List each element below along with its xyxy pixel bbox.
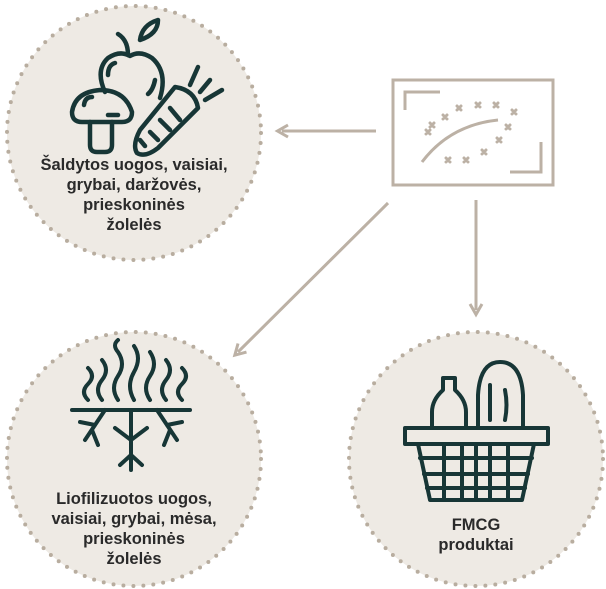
arrow-to-freeze-dried <box>232 201 390 358</box>
label-line: žolelės <box>106 550 162 568</box>
label-line: prieskoninės <box>83 530 185 548</box>
label-line: grybai, daržovės, <box>66 176 202 194</box>
label-fmcg: FMCG produktai <box>376 515 576 555</box>
label-line: Šaldytos uogos, vaisiai, <box>40 156 228 174</box>
produce-icon <box>69 17 225 157</box>
shopping-basket-icon <box>403 360 550 502</box>
freeze-dried-icon <box>70 338 192 472</box>
label-line: produktai <box>438 536 514 554</box>
label-line: prieskoninės <box>83 196 185 214</box>
eco-leaf-icon <box>391 78 555 187</box>
label-line: vaisiai, grybai, mėsa, <box>51 510 217 528</box>
label-line: Liofilizuotos uogos, <box>56 490 212 508</box>
label-freeze-dried: Liofilizuotos uogos, vaisiai, grybai, mė… <box>14 489 254 569</box>
label-line: FMCG <box>451 516 501 534</box>
star-marks <box>424 101 518 164</box>
label-frozen: Šaldytos uogos, vaisiai, grybai, daržovė… <box>14 155 254 235</box>
label-line: žolelės <box>106 216 162 234</box>
